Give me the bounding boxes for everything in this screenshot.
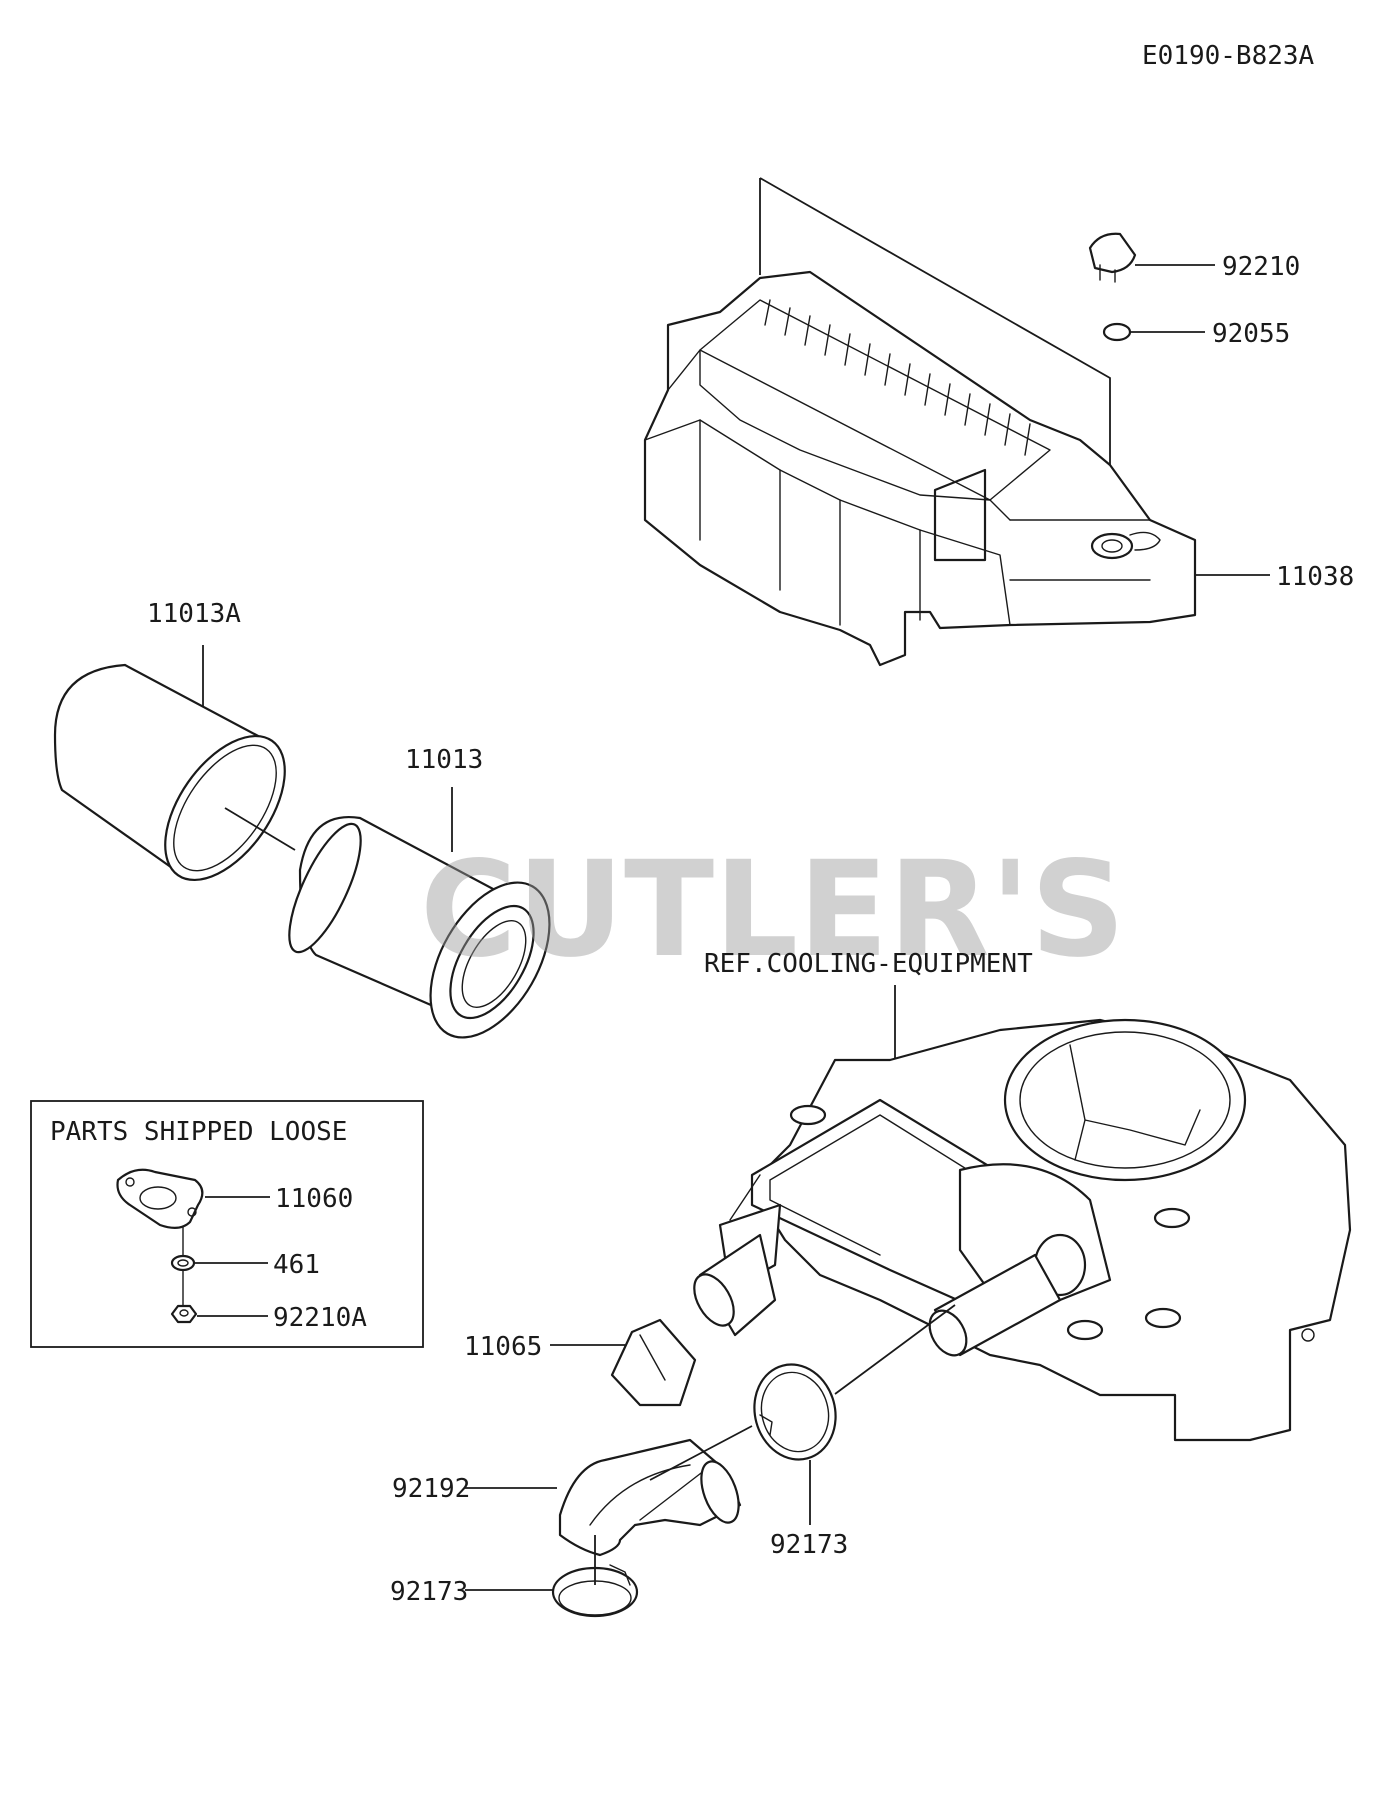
nut-icon: [170, 1304, 198, 1324]
loose-part-11060: 11060: [275, 1184, 353, 1214]
diagram-code: E0190-B823A: [1142, 41, 1315, 71]
callout-11013: 11013: [405, 745, 483, 775]
intake-duct: [610, 1233, 777, 1407]
loose-part-92210A: 92210A: [273, 1303, 367, 1333]
callout-11038: 11038: [1276, 562, 1354, 592]
loose-parts-box: PARTS SHIPPED LOOSE 11060 461 92210A: [30, 1100, 424, 1348]
cooling-housing: [718, 1018, 1352, 1442]
watermark: CUTLER'S: [420, 833, 1126, 987]
hose-clamp-upper: [753, 1363, 837, 1461]
loose-part-461: 461: [273, 1250, 320, 1280]
washer-part: [1102, 322, 1132, 342]
callout-92210: 92210: [1222, 252, 1300, 282]
gasket-icon: [116, 1168, 204, 1229]
callout-11065: 11065: [464, 1332, 542, 1362]
callout-92055: 92055: [1212, 319, 1290, 349]
callout-92192: 92192: [392, 1474, 470, 1504]
reference-label: REF.COOLING-EQUIPMENT: [704, 949, 1033, 979]
pre-cleaner-sleeve: [53, 663, 286, 882]
callout-92173-right: 92173: [770, 1530, 848, 1560]
hose-clamp-lower: [551, 1564, 639, 1618]
knob-part: [1088, 232, 1137, 283]
filter-element: [288, 816, 551, 1039]
loose-parts-title: PARTS SHIPPED LOOSE: [50, 1117, 347, 1147]
hose-part: [558, 1438, 742, 1557]
air-cleaner-cover: [643, 177, 1197, 667]
washer-icon: [170, 1254, 196, 1272]
callout-92173-left: 92173: [390, 1577, 468, 1607]
callout-11013A: 11013A: [147, 599, 241, 629]
